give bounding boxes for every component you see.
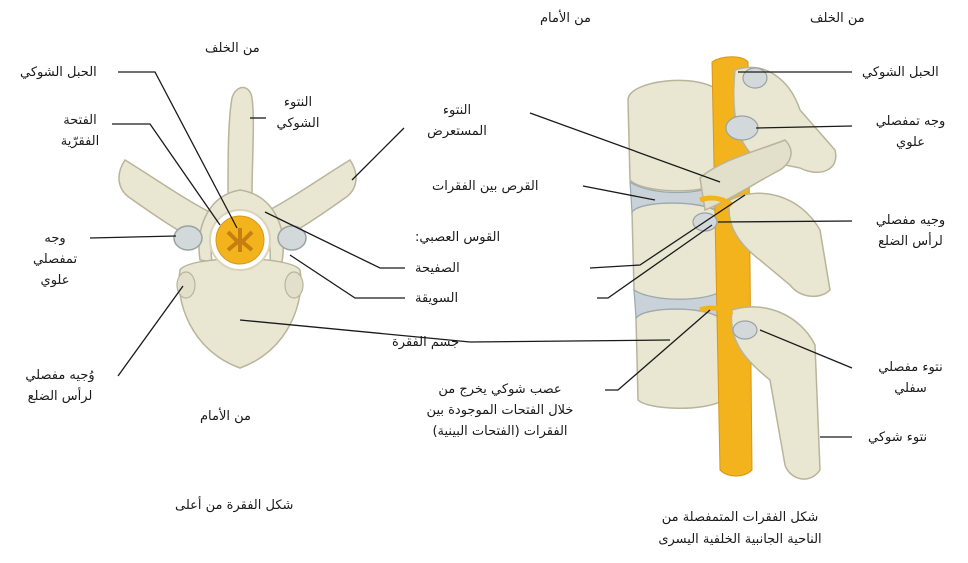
- label-rib-facet-left-2: لرأس الضلع: [10, 386, 110, 407]
- label-inf-process-1: نتوء مفصلي: [858, 357, 963, 378]
- label-rib-facet-right-2: لرأس الضلع: [858, 231, 963, 252]
- label-view-front-left: من الأمام: [200, 406, 251, 427]
- leader-transverse-left: [352, 128, 404, 180]
- caption-right-2: الناحية الجانبية الخلفية اليسرى: [640, 529, 840, 550]
- label-body: جسم الفقرة: [392, 332, 459, 353]
- label-spinous-2: الشوكي: [268, 113, 328, 134]
- caption-right-1: شكل الفقرات المتمفصلة من: [640, 507, 840, 528]
- label-foramen-2: الفقرّية: [45, 131, 115, 152]
- leader-rib-facet-left: [118, 286, 183, 376]
- col-sup-facet-1: [743, 68, 767, 88]
- label-neural-arch: القوس العصبي:: [415, 227, 500, 248]
- rib-facet-left: [177, 272, 195, 298]
- col-sup-facet-2: [726, 116, 758, 140]
- vertebrae-column-view: [628, 57, 836, 479]
- label-sup-facet-left-3: علوي: [25, 270, 85, 291]
- vertebral-body: [179, 259, 301, 368]
- label-lamina: الصفيحة: [415, 258, 460, 279]
- label-spinous-1: النتوء: [268, 92, 328, 113]
- label-view-back-left: من الخلف: [205, 38, 260, 59]
- label-nerve-1: عصب شوكي يخرج من: [405, 379, 595, 400]
- label-transverse-2: المستعرض: [412, 121, 502, 142]
- rib-facet-right: [285, 272, 303, 298]
- label-spinal-cord-right: الحبل الشوكي: [862, 62, 939, 83]
- label-sup-facet-left-2: تمفصلي: [25, 249, 85, 270]
- label-disc: القرص بين الفقرات: [432, 176, 539, 197]
- leader-sup-facet-left: [90, 236, 176, 238]
- col-inf-facet: [733, 321, 757, 339]
- caption-left: شكل الفقرة من أعلى: [175, 495, 293, 516]
- label-nerve-2: خلال الفتحات الموجودة بين: [400, 400, 600, 421]
- sup-facet-left: [174, 226, 202, 250]
- spinous-process: [228, 88, 253, 196]
- label-foramen-1: الفتحة: [50, 110, 110, 131]
- label-pedicle: السويقة: [415, 288, 458, 309]
- label-inf-process-2: سفلي: [858, 378, 963, 399]
- label-spinal-cord-left: الحبل الشوكي: [20, 62, 97, 83]
- vertebra-body-3: [636, 309, 724, 408]
- label-sup-facet-left-1: وجه: [25, 228, 85, 249]
- label-rib-facet-left-1: وُجيه مفصلي: [10, 365, 110, 386]
- label-rib-facet-right-1: وجيه مفصلي: [858, 210, 963, 231]
- leader-pedicle: [290, 255, 405, 298]
- label-sup-facet-right-1: وجه تمفصلي: [858, 111, 963, 132]
- label-view-front-right: من الأمام: [540, 8, 591, 29]
- label-spinous-right: نتوء شوكي: [868, 427, 927, 448]
- label-sup-facet-right-2: علوي: [858, 132, 963, 153]
- label-view-back-right: من الخلف: [810, 8, 865, 29]
- label-transverse-1: النتوء: [412, 100, 502, 121]
- label-nerve-3: الفقرات (الفتحات البينية): [405, 421, 595, 442]
